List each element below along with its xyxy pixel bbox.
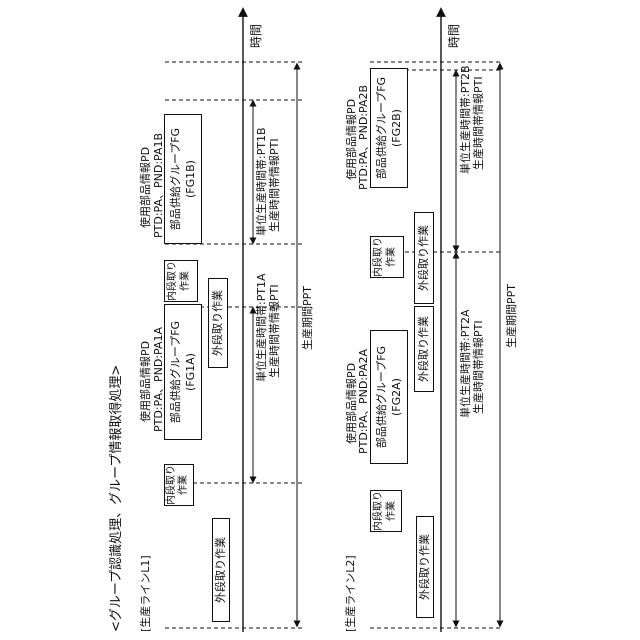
period-label-l2: 生産期間PPT	[506, 284, 517, 348]
parts-code-fg1b: PTD:PA、PND:PA1B	[153, 133, 164, 238]
time-axis-label-l2: 時間	[448, 24, 460, 48]
unit-info-pt1a: 生産時間帯情報PTI	[269, 284, 280, 378]
parts-info-fg2a: 使用部品情報PD	[346, 363, 357, 444]
int-setup-line1: 内段取り	[374, 491, 384, 531]
int-setup-box-l1b: 内段取り 作業	[164, 260, 198, 302]
group-title: 部品供給グループFG	[376, 331, 387, 463]
parts-code-fg1a: PTD:PA、PND:PA1A	[153, 327, 164, 432]
parts-info-fg1a: 使用部品情報PD	[140, 341, 151, 422]
unit-time-pt2a: 単位生産時間帯:PT2A	[460, 309, 471, 418]
group-id: (FG1A)	[185, 305, 196, 439]
unit-info-pt2a: 生産時間帯情報PTI	[473, 320, 484, 414]
parts-code-fg2a: PTD:PA、PND:PA2A	[358, 349, 369, 454]
ext-setup-box-l1-mid: 外段取り作業	[208, 278, 228, 368]
group-box-fg1b: 部品供給グループFG (FG1B)	[164, 114, 202, 244]
int-setup-line2: 作業	[387, 237, 397, 277]
unit-time-pt1b: 単位生産時間帯:PT1B	[256, 127, 267, 236]
int-setup-box-l2a: 内段取り 作業	[370, 490, 402, 532]
group-id: (FG1B)	[185, 115, 196, 243]
int-setup-line2: 作業	[387, 491, 397, 531]
int-setup-line1: 内段取り	[168, 261, 178, 301]
group-title: 部品供給グループFG	[376, 69, 387, 187]
unit-info-pt1b: 生産時間帯情報PTI	[269, 138, 280, 232]
int-setup-line1: 内段取り	[374, 237, 384, 277]
int-setup-line1: 内段取り	[167, 465, 177, 505]
ext-setup-mid-label: 外段取り作業	[418, 213, 429, 303]
heading: <グループ認識処理、グループ情報取得処理>	[110, 365, 123, 632]
unit-time-pt2b: 単位生産時間帯:PT2B	[460, 65, 471, 174]
ext-setup-label: 外段取り作業	[215, 519, 226, 621]
group-title: 部品供給グループFG	[170, 115, 181, 243]
int-setup-box-l1a: 内段取り 作業	[164, 464, 194, 506]
unit-time-pt1a: 単位生産時間帯:PT1A	[256, 273, 267, 382]
ext-setup-mid2-label: 外段取り作業	[418, 307, 429, 391]
group-box-fg1a: 部品供給グループFG (FG1A)	[164, 304, 202, 440]
parts-info-fg1b: 使用部品情報PD	[140, 147, 151, 228]
ext-setup-box-l1: 外段取り作業	[212, 518, 230, 622]
ext-setup-box-l2: 外段取り作業	[416, 516, 434, 618]
int-setup-box-l2b: 内段取り 作業	[370, 236, 404, 278]
group-id: (FG2A)	[391, 331, 402, 463]
period-label-l1: 生産期間PPT	[302, 286, 313, 350]
group-title: 部品供給グループFG	[170, 305, 181, 439]
parts-info-fg2b: 使用部品情報PD	[346, 99, 357, 180]
group-box-fg2a: 部品供給グループFG (FG2A)	[370, 330, 408, 464]
int-setup-line2: 作業	[179, 465, 189, 505]
line-label-l2: [生産ラインL2]	[345, 555, 356, 632]
time-axis-label: 時間	[250, 24, 262, 48]
group-box-fg2b: 部品供給グループFG (FG2B)	[370, 68, 408, 188]
parts-code-fg2b: PTD:PA、PND:PA2B	[358, 85, 369, 190]
int-setup-line2: 作業	[181, 261, 191, 301]
ext-setup-mid-label: 外段取り作業	[212, 279, 223, 367]
group-id: (FG2B)	[391, 69, 402, 187]
ext-setup-label: 外段取り作業	[419, 517, 430, 617]
line-label-l1: [生産ラインL1]	[140, 555, 151, 632]
ext-setup-box-l2-mid: 外段取り作業	[414, 212, 434, 304]
unit-info-pt2b: 生産時間帯情報PTI	[473, 76, 484, 170]
ext-setup-box-l2-mid2: 外段取り作業	[414, 306, 434, 392]
